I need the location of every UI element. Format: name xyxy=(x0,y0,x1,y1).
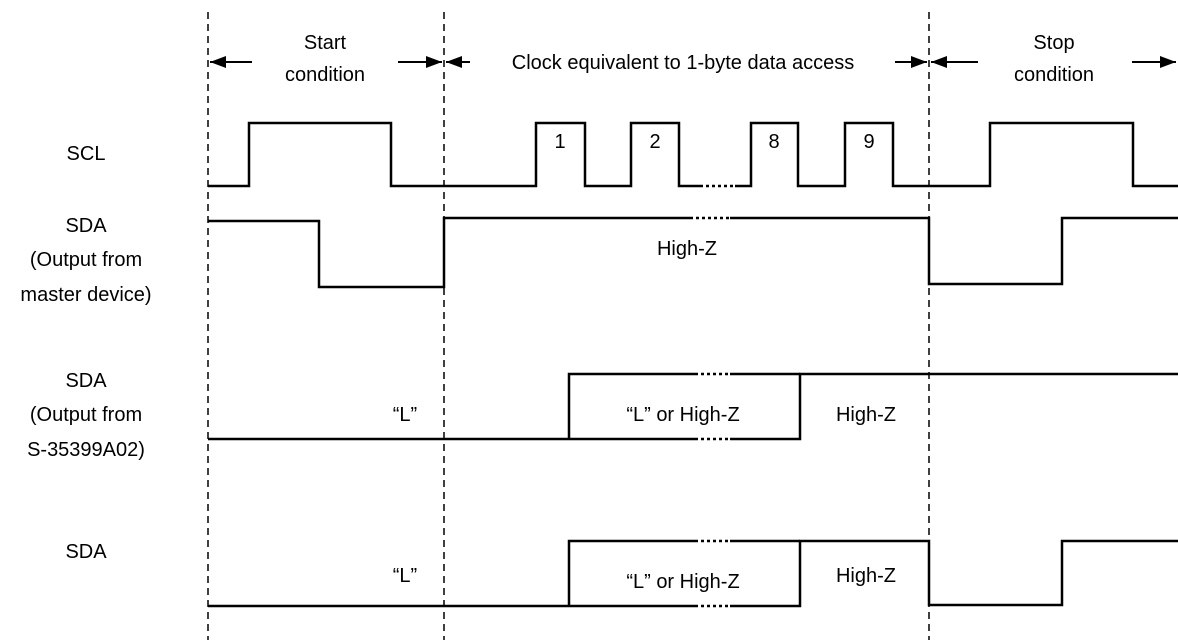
sda-ic-high-z-label: High-Z xyxy=(836,404,896,426)
sda-ic-label-3: S-35399A02) xyxy=(27,439,145,461)
clock-number-9: 9 xyxy=(863,131,874,153)
start-condition-arrows xyxy=(210,56,442,68)
clock-number-1: 1 xyxy=(554,131,565,153)
sda-bus-high-z-label: High-Z xyxy=(836,565,896,587)
clock-period-label: Clock equivalent to 1-byte data access xyxy=(512,52,854,74)
sda-master-high-z-label: High-Z xyxy=(657,238,717,260)
clock-number-8: 8 xyxy=(768,131,779,153)
sda-ic-label-1: SDA xyxy=(65,370,107,392)
sda-ic-l-or-high-z-label: “L” or High-Z xyxy=(626,404,739,426)
sda-ic-low-label: “L” xyxy=(393,404,417,426)
stop-condition-label-2: condition xyxy=(1014,64,1094,86)
scl-waveform xyxy=(208,121,1178,188)
sda-ic-label-2: (Output from xyxy=(30,404,142,426)
sda-bus-waveform xyxy=(208,539,1178,608)
sda-master-label-1: SDA xyxy=(65,215,107,237)
sda-master-waveform xyxy=(208,216,1178,289)
sda-bus-label: SDA xyxy=(65,541,107,563)
scl-label: SCL xyxy=(67,143,106,165)
start-condition-label-2: condition xyxy=(285,64,365,86)
sda-bus-l-or-high-z-label: “L” or High-Z xyxy=(626,571,739,593)
sda-ic-waveform xyxy=(208,372,1178,441)
clock-number-2: 2 xyxy=(649,131,660,153)
stop-condition-label-1: Stop xyxy=(1033,32,1074,54)
stop-condition-arrows xyxy=(931,56,1176,68)
sda-master-label-3: master device) xyxy=(20,284,151,306)
clock-period-arrows xyxy=(446,56,927,68)
sda-master-label-2: (Output from xyxy=(30,249,142,271)
start-condition-label-1: Start xyxy=(304,32,347,54)
sda-bus-low-label: “L” xyxy=(393,565,417,587)
